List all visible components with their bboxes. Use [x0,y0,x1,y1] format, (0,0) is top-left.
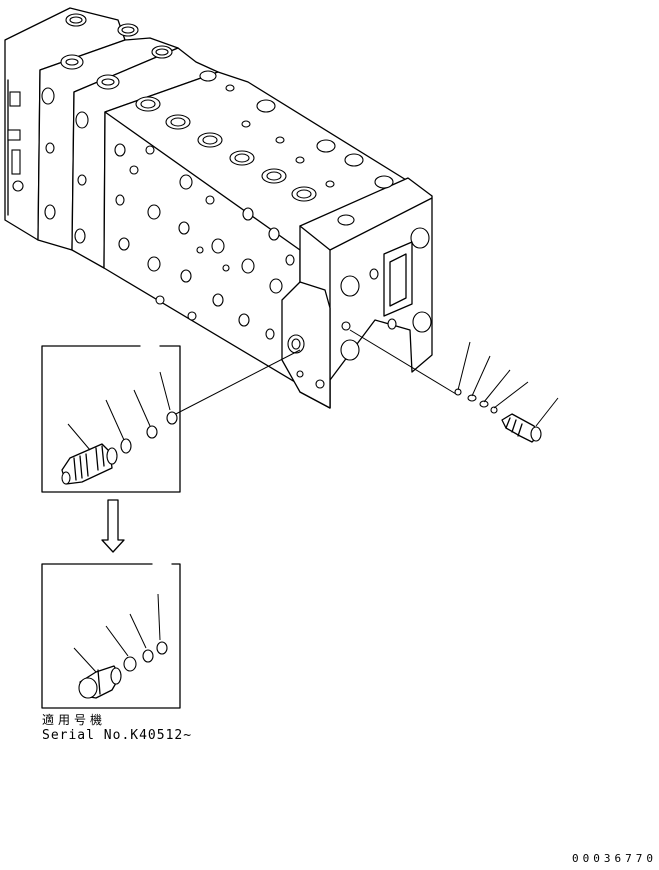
after-ring-1 [123,656,137,672]
o-ring-2 [490,406,498,414]
inset-after [41,563,181,709]
inset-ring-1 [120,438,132,454]
after-ring-3 [156,641,168,655]
leader-line-right [349,329,457,395]
plug-replacement [78,665,122,699]
relief-valve-cartridge [61,443,118,485]
applicable-serial-label: 適用号機 [42,713,107,727]
control-valve-body [4,7,433,409]
inset-before [41,345,181,493]
leader-line-inset [167,349,301,419]
inset-ring-2 [146,425,158,439]
o-ring [479,400,489,408]
serial-number-note: Serial No.K40512~ [42,728,193,743]
down-arrow [101,499,125,553]
exploded-parts-right [454,341,559,443]
after-ring-2 [142,649,154,663]
inset-ring-3 [166,411,178,425]
drawing-number: 00036770 [572,852,657,865]
plug-screw [501,413,542,443]
